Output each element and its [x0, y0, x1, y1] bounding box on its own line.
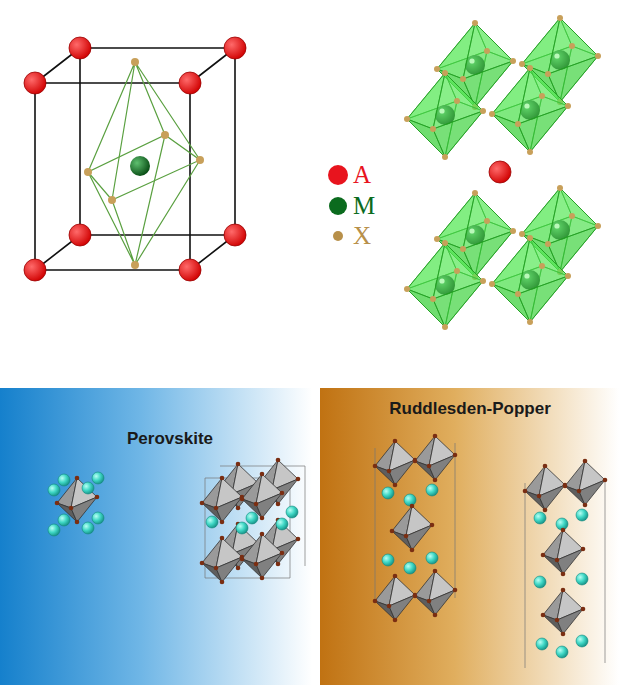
perovskite-panel: Perovskite	[0, 388, 312, 685]
octahedra-network	[404, 15, 601, 330]
ruddlesden-popper-panel: Ruddlesden-Popper	[320, 388, 619, 685]
m-cation	[130, 156, 150, 176]
perovskite-supercell	[200, 458, 305, 585]
legend-swatch	[329, 197, 347, 215]
legend-label: X	[353, 222, 371, 250]
panel-title: Ruddlesden-Popper	[389, 398, 551, 420]
legend-swatch	[333, 231, 343, 241]
legend-label: A	[353, 161, 371, 189]
rp-structure-n2	[523, 459, 608, 668]
panel-title: Perovskite	[127, 428, 213, 450]
cube-edges	[35, 48, 235, 270]
legend-label: M	[353, 192, 375, 220]
x-anion-dots	[84, 58, 204, 269]
perovskite-cell-illustration	[0, 0, 619, 385]
single-perovskite-cell	[48, 472, 104, 536]
octahedron-edges	[88, 62, 200, 265]
ruddlesden-popper-structures	[320, 388, 619, 685]
legend-swatch	[328, 165, 348, 185]
rp-structure-n1	[373, 434, 458, 623]
a-cation-corners	[24, 37, 246, 281]
